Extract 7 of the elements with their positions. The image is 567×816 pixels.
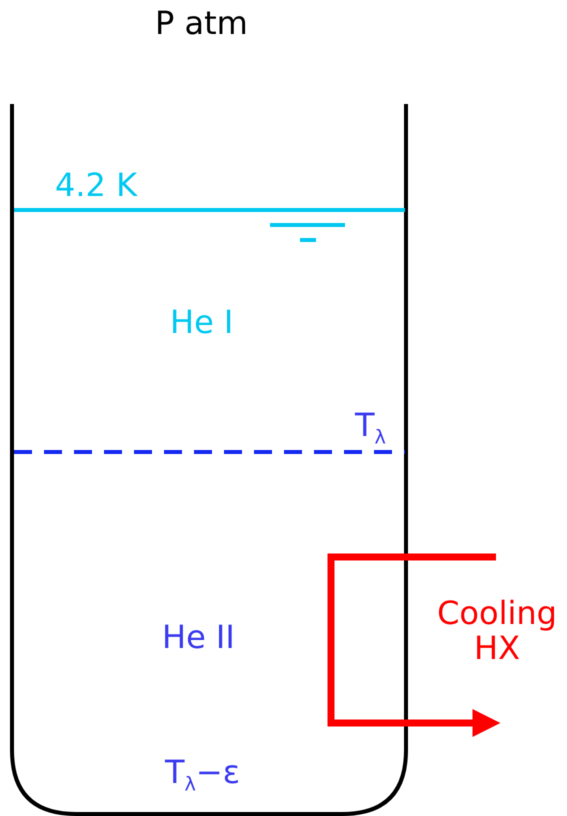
pressure-label: P atm xyxy=(155,6,248,42)
temperature-label: T$_{λ}$−ε xyxy=(165,755,240,794)
phase-label: He II xyxy=(162,620,235,656)
temperature-label: T$_{λ}$ xyxy=(355,408,386,448)
phase-label: He I xyxy=(170,305,234,340)
heat-exchanger-label: Cooling HX xyxy=(436,596,558,666)
temperature-label: 4.2 K xyxy=(55,168,138,204)
